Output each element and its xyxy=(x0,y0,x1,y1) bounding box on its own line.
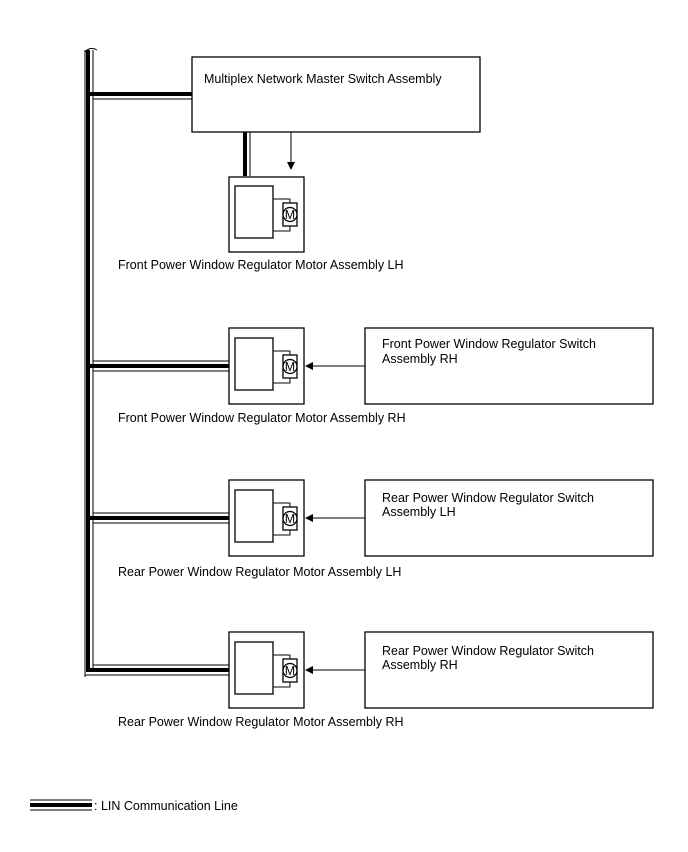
motor-symbol-letter: M xyxy=(285,512,295,526)
motor-symbol-letter: M xyxy=(285,208,295,222)
motor-label-front-rh: Front Power Window Regulator Motor Assem… xyxy=(118,411,406,425)
motor-label-rear-rh: Rear Power Window Regulator Motor Assemb… xyxy=(118,715,404,729)
switch-label-line2: Assembly RH xyxy=(382,352,458,366)
switch-assembly-rear-rh: Rear Power Window Regulator Switch Assem… xyxy=(305,631,654,709)
switch-assembly-front-rh: Front Power Window Regulator Switch Asse… xyxy=(305,327,654,405)
motor-symbol-icon xyxy=(282,358,298,375)
switch-label-line1: Front Power Window Regulator Switch xyxy=(382,337,596,351)
switch-assembly-rear-lh: Rear Power Window Regulator Switch Assem… xyxy=(305,479,654,557)
switch-label-line1: Rear Power Window Regulator Switch xyxy=(382,491,594,505)
switch-label-line1: Rear Power Window Regulator Switch xyxy=(382,644,594,658)
switch-label-line2: Assembly RH xyxy=(382,658,458,672)
motor-label-front-lh: Front Power Window Regulator Motor Assem… xyxy=(118,258,404,272)
lin-bus xyxy=(84,47,229,677)
motor-symbol-icon xyxy=(282,662,298,679)
master-switch-label: Multiplex Network Master Switch Assembly xyxy=(204,72,442,86)
master-switch-assembly: Multiplex Network Master Switch Assembly xyxy=(191,56,481,133)
motor-assembly-front-lh: M Front Power Window Regulator Motor Ass… xyxy=(118,176,404,272)
master-to-front-lh-links xyxy=(243,132,295,176)
motor-assembly-rear-rh: M Rear Power Window Regulator Motor Asse… xyxy=(118,631,404,729)
motor-assembly-front-rh: M Front Power Window Regulator Motor Ass… xyxy=(118,327,406,425)
legend: : LIN Communication Line xyxy=(30,799,238,813)
motor-symbol-letter: M xyxy=(285,664,295,678)
motor-label-rear-lh: Rear Power Window Regulator Motor Assemb… xyxy=(118,565,401,579)
legend-label: : LIN Communication Line xyxy=(94,799,238,813)
motor-assembly-rear-lh: M Rear Power Window Regulator Motor Asse… xyxy=(118,479,401,579)
motor-symbol-icon xyxy=(282,510,298,527)
switch-label-line2: Assembly LH xyxy=(382,505,456,519)
motor-symbol-letter: M xyxy=(285,360,295,374)
motor-symbol-icon xyxy=(282,206,298,223)
